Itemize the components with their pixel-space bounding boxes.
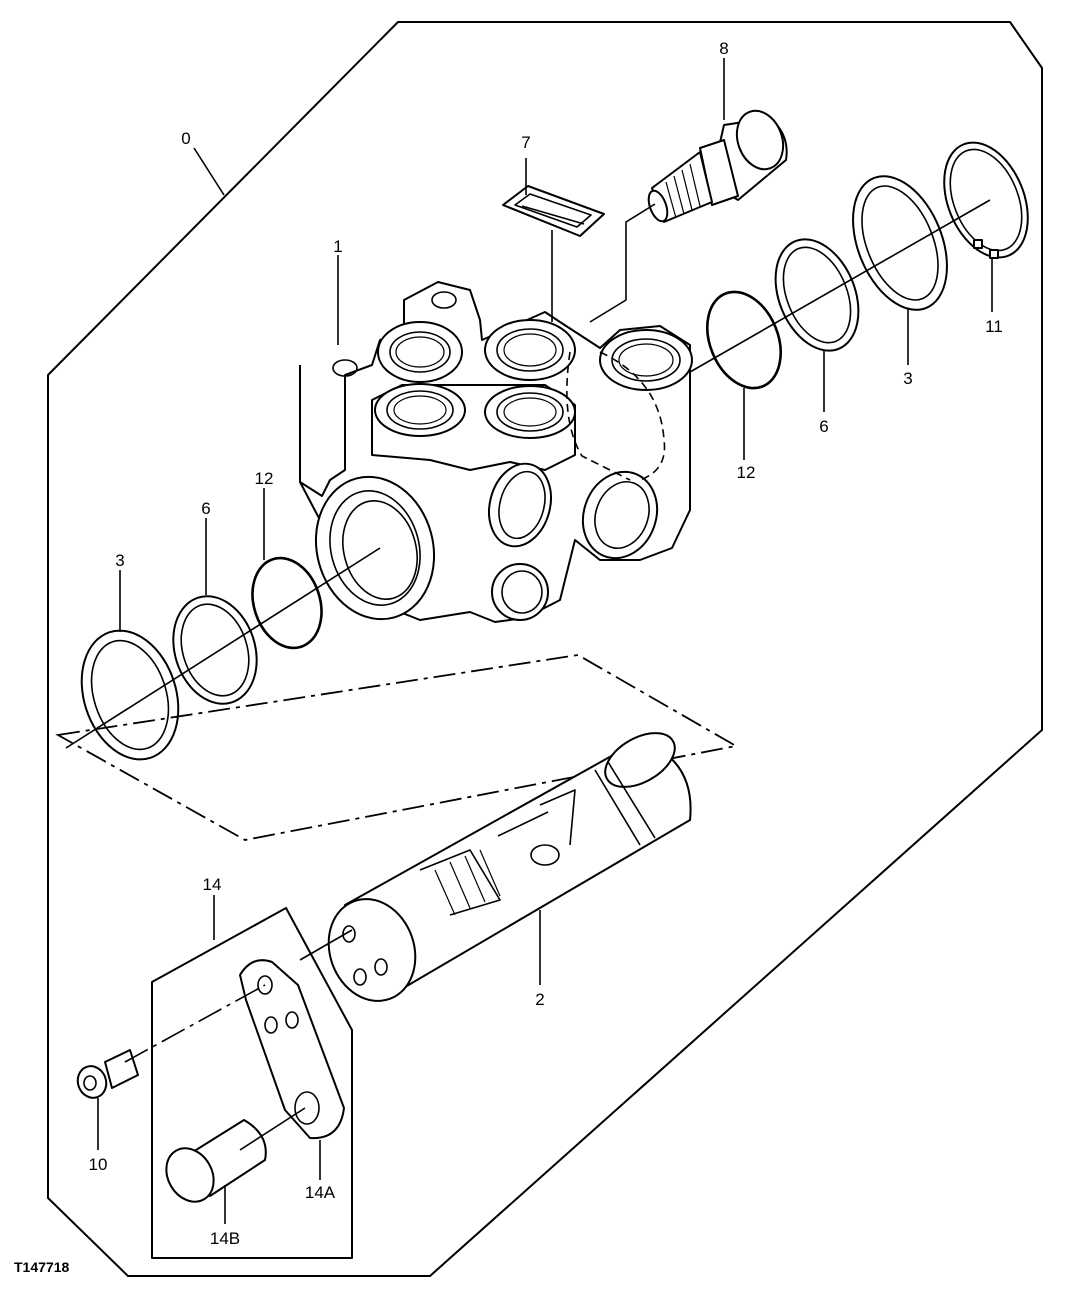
screen-part-7	[502, 185, 605, 237]
cap-screw-part-10	[76, 1049, 139, 1099]
callout-2: 2	[535, 990, 544, 1009]
spool-part-2	[327, 732, 692, 1002]
axis-lines	[65, 199, 991, 749]
phantom-outline	[55, 654, 739, 841]
o-ring-part-12-right	[706, 290, 782, 390]
reference-code: T147718	[14, 1259, 69, 1275]
callout-6-right: 6	[819, 417, 828, 436]
callouts: 0 1 7 8 11 3 6 12 12 6 3 2 14 10 14A 14B…	[14, 39, 1003, 1275]
callout-10: 10	[89, 1155, 108, 1174]
callout-14: 14	[203, 875, 222, 894]
callout-1: 1	[333, 237, 342, 256]
leader-lines	[97, 58, 993, 1224]
callout-3-right: 3	[903, 369, 912, 388]
callout-12-left: 12	[255, 469, 274, 488]
o-ring-part-12-left	[251, 556, 323, 650]
callout-7: 7	[521, 133, 530, 152]
callout-14b: 14B	[210, 1229, 240, 1248]
callout-0: 0	[181, 129, 190, 148]
callout-6-left: 6	[201, 499, 210, 518]
plug-part-8	[647, 109, 788, 223]
pin-part-14b	[165, 1119, 267, 1203]
callout-12-right: 12	[737, 463, 756, 482]
callout-3-left: 3	[115, 551, 124, 570]
assembly-outline	[47, 21, 1043, 1277]
seal-part-6-left	[172, 595, 258, 705]
snap-ring-part-11	[943, 141, 1029, 259]
washer-part-3-right	[852, 175, 948, 311]
callout-8: 8	[719, 39, 728, 58]
lever-part-14a	[239, 959, 345, 1140]
callout-14a: 14A	[305, 1183, 336, 1202]
callout-11: 11	[985, 317, 1003, 336]
kit-outline-14	[151, 907, 353, 1259]
valve-housing-part-1	[299, 281, 693, 623]
